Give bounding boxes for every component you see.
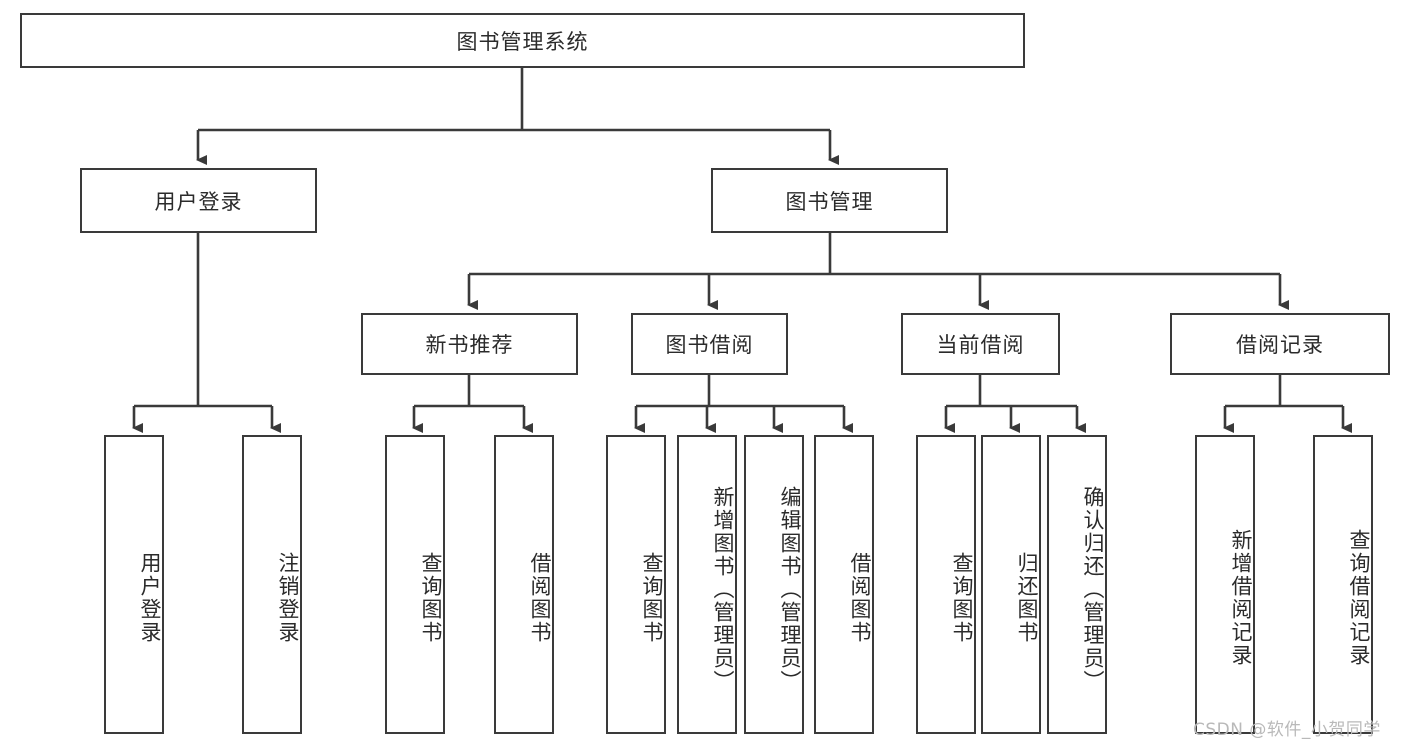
node-leaf-query-book-2-label: 查询图书 [640,551,664,644]
node-leaf-edit-book[interactable]: 编辑图书（管理员） [744,435,804,734]
node-leaf-query-book-1[interactable]: 查询图书 [385,435,445,734]
node-root-label: 图书管理系统 [456,29,589,54]
node-leaf-user-login-label: 用户登录 [138,551,162,644]
node-current-borrow[interactable]: 当前借阅 [901,313,1060,375]
node-leaf-query-borrow-record[interactable]: 查询借阅记录 [1313,435,1373,734]
node-new-book-recommend-label: 新书推荐 [425,333,514,357]
node-current-borrow-label: 当前借阅 [936,333,1025,357]
node-book-management-label: 图书管理 [785,189,874,214]
node-leaf-add-borrow-record[interactable]: 新增借阅记录 [1195,435,1255,734]
node-leaf-logout-login-label: 注销登录 [276,551,300,644]
node-borrow-record[interactable]: 借阅记录 [1170,313,1390,375]
node-leaf-borrow-book-2-label: 借阅图书 [848,551,872,644]
node-leaf-add-borrow-record-label: 新增借阅记录 [1229,528,1253,667]
node-root[interactable]: 图书管理系统 [20,13,1025,68]
node-book-management[interactable]: 图书管理 [711,168,948,233]
node-leaf-borrow-book-1-label: 借阅图书 [528,551,552,644]
node-leaf-query-book-3[interactable]: 查询图书 [916,435,976,734]
node-leaf-query-book-2[interactable]: 查询图书 [606,435,666,734]
node-leaf-borrow-book-2[interactable]: 借阅图书 [814,435,874,734]
node-leaf-query-borrow-record-label: 查询借阅记录 [1347,528,1371,667]
node-new-book-recommend[interactable]: 新书推荐 [361,313,578,375]
node-leaf-query-book-1-label: 查询图书 [419,551,443,644]
node-leaf-return-book[interactable]: 归还图书 [981,435,1041,734]
node-user-login[interactable]: 用户登录 [80,168,317,233]
node-leaf-logout-login[interactable]: 注销登录 [242,435,302,734]
node-leaf-return-book-label: 归还图书 [1015,551,1039,644]
node-leaf-confirm-return[interactable]: 确认归还（管理员） [1047,435,1107,734]
node-leaf-edit-book-label: 编辑图书（管理员） [778,486,802,693]
node-leaf-add-book-label: 新增图书（管理员） [711,486,735,693]
node-leaf-borrow-book-1[interactable]: 借阅图书 [494,435,554,734]
watermark: CSDN @软件_小贺同学 [1193,720,1381,740]
node-leaf-user-login[interactable]: 用户登录 [104,435,164,734]
node-leaf-confirm-return-label: 确认归还（管理员） [1081,486,1105,693]
node-borrow-record-label: 借阅记录 [1236,333,1324,357]
node-book-borrow-label: 图书借阅 [665,333,754,357]
node-book-borrow[interactable]: 图书借阅 [631,313,788,375]
node-user-login-label: 用户登录 [154,189,243,214]
node-leaf-query-book-3-label: 查询图书 [950,551,974,644]
node-leaf-add-book[interactable]: 新增图书（管理员） [677,435,737,734]
